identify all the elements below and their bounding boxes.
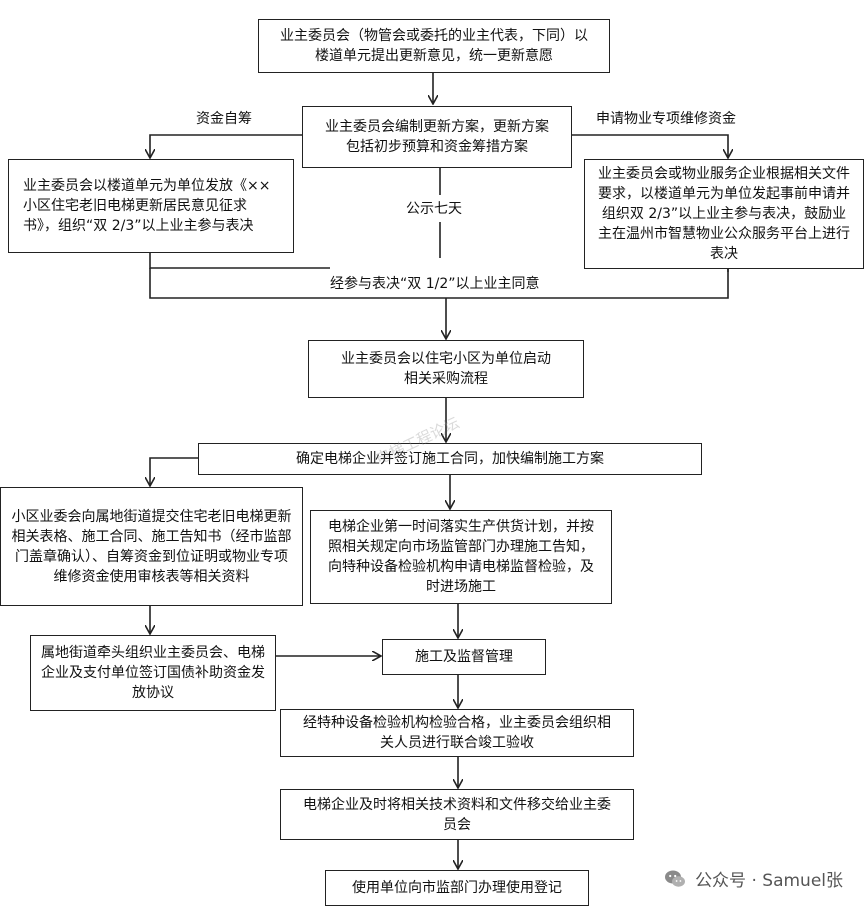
edge-label-left-branch: 资金自筹 [196,111,252,127]
footer-text: 公众号 · Samuel张 [695,871,843,891]
node-n1: 业主委员会（物管会或委托的业主代表，下同）以楼道单元提出更新意见，统一更新意愿 [258,19,610,73]
node-n3-right: 业主委员会或物业服务企业根据相关文件要求，以楼道单元为单位发起事前申请并组织双 … [584,159,864,269]
node-n3-left: 业主委员会以楼道单元为单位发放《××小区住宅老旧电梯更新居民意见征求书》，组织“… [8,159,294,253]
node-n8: 经特种设备检验机构检验合格，业主委员会组织相关人员进行联合竣工验收 [280,709,634,757]
wechat-icon [663,867,687,891]
connector-left-down [149,253,330,269]
node-n7-right: 施工及监督管理 [382,639,546,675]
node-n6-left: 小区业委会向属地街道提交住宅老旧电梯更新相关表格、施工合同、施工告知书（经市监部… [0,487,303,606]
node-n5: 确定电梯企业并签订施工合同，加快编制施工方案 [198,443,702,475]
node-n2: 业主委员会编制更新方案，更新方案包括初步预算和资金筹措方案 [302,106,572,168]
edge-label-publicity: 公示七天 [402,200,466,218]
node-n9: 电梯企业及时将相关技术资料和文件移交给业主委员会 [280,789,634,840]
node-n7-left: 属地街道牵头组织业主委员会、电梯企业及支付单位签订国债补助资金发放协议 [30,635,276,711]
node-n4: 业主委员会以住宅小区为单位启动相关采购流程 [308,340,584,398]
node-n6-right: 电梯企业第一时间落实生产供货计划，并按照相关规定向市场监管部门办理施工告知，向特… [310,510,612,604]
footer-attribution: 公众号 · Samuel张 [663,866,843,891]
edge-label-right-branch: 申请物业专项维修资金 [596,111,736,127]
connector-n2-left [150,134,302,157]
node-n10: 使用单位向市监部门办理使用登记 [325,870,589,906]
edge-label-vote-result: 经参与表决“双 1/2”以上业主同意 [330,276,540,292]
connector-n2-right [572,134,728,157]
arrow-n5-n6-left [150,457,198,485]
merge-line [149,268,729,299]
